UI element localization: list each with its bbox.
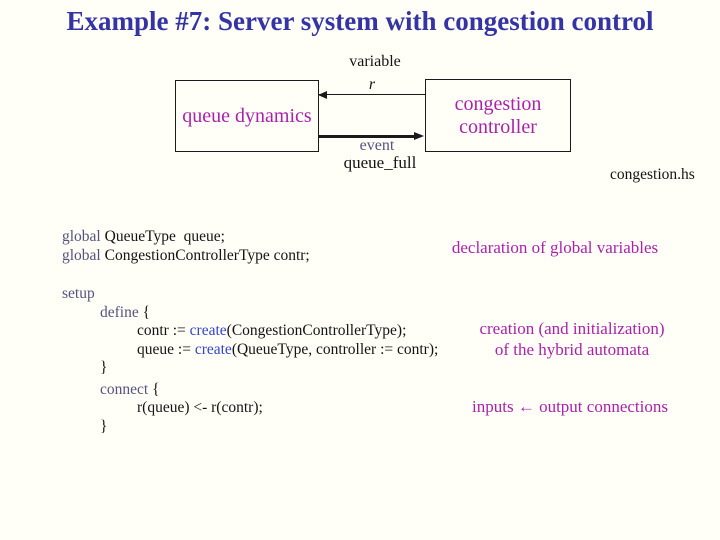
arrowhead-right-icon [414,132,424,140]
arrow-line-controller-to-queue [319,94,425,95]
arrowhead-left-icon [318,91,327,99]
annotation-creation-initialization: creation (and initialization) of the hyb… [479,319,665,359]
code-block: global QueueType queue;global Congestion… [62,228,439,435]
congestion-controller-label: congestion controller [454,92,542,138]
slide-title: Example #7: Server system with congestio… [66,6,654,36]
annotation-global-variables: declaration of global variables [451,238,659,257]
queue-dynamics-label: queue dynamics [182,104,312,127]
bottom-arrow-sublabel: queue_full [343,153,417,172]
top-arrow-label: variable [349,53,401,70]
congestion-controller-box: congestion controller [425,79,571,152]
top-arrow-symbol: r [368,76,376,93]
annotation-input-output-connections: inputs ← output connections [472,397,668,416]
queue-dynamics-box: queue dynamics [175,80,319,152]
bottom-arrow-label: event [359,137,395,154]
filename-label: congestion.hs [610,166,695,183]
arrow-line-queue-to-controller [319,135,418,138]
